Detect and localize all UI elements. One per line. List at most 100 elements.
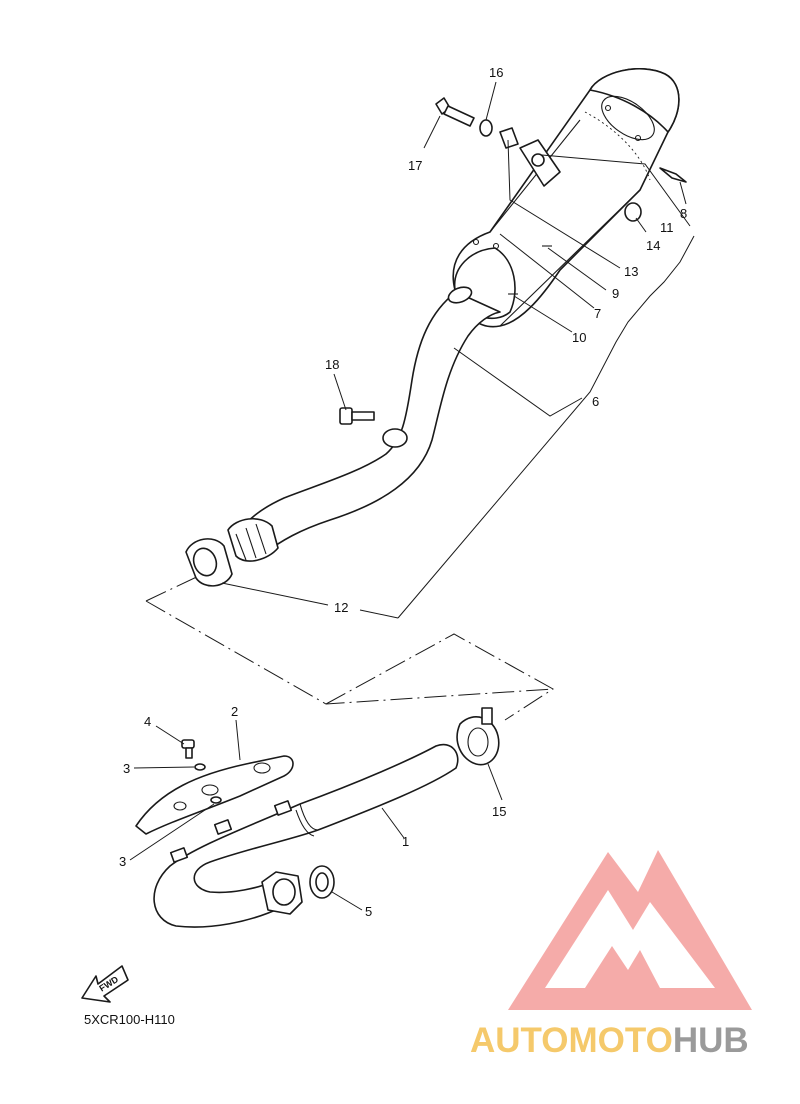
leader-10 — [513, 295, 573, 333]
watermark-text-gray: HUB — [673, 1021, 749, 1060]
leader-8 — [679, 181, 687, 205]
label-11: 11 — [660, 220, 674, 235]
label-15: 15 — [492, 804, 506, 819]
rivet — [472, 238, 480, 246]
fwd-arrow-icon: FWD — [81, 965, 129, 1003]
washer-3-lower — [210, 796, 222, 804]
pipe-1-sleeve-line — [299, 803, 319, 831]
clamp-15-inner — [467, 727, 489, 757]
label-3-lower: 3 — [119, 854, 126, 869]
pipe-bulge — [382, 428, 408, 448]
washer-3-upper — [194, 763, 206, 771]
leader-12b — [359, 609, 399, 619]
clamp-15-bolt — [481, 707, 493, 725]
leader-7 — [499, 233, 595, 309]
bolt-18-head — [339, 407, 353, 425]
leader-3b — [129, 803, 215, 861]
leader-6-tick — [453, 347, 583, 417]
leader-14 — [635, 217, 647, 233]
label-6: 6 — [592, 394, 599, 409]
part-labels: 16 17 8 11 14 13 9 7 10 6 18 12 2 4 3 3 … — [119, 65, 687, 919]
heat-protector-2 — [135, 755, 294, 835]
leader-2 — [235, 719, 241, 761]
muffler-hidden-line — [584, 111, 651, 181]
watermark-logo-inner — [585, 946, 660, 988]
pipe-bracket-tab — [169, 847, 189, 863]
pipe-2-inlet — [447, 286, 473, 304]
gasket-5 — [309, 865, 335, 899]
rivet — [634, 134, 642, 142]
watermark-logo — [508, 850, 752, 1010]
label-16: 16 — [489, 65, 503, 80]
label-4: 4 — [144, 714, 151, 729]
leader-9 — [547, 247, 607, 291]
bracket-hole — [531, 153, 545, 167]
label-1: 1 — [402, 834, 409, 849]
washer-16 — [479, 119, 493, 137]
gasket-12 — [185, 538, 233, 587]
watermark-text-orange: AUTOMOTO — [470, 1021, 673, 1060]
leader-6-bracket — [397, 235, 695, 619]
pipe-2-end-clamp — [227, 518, 279, 562]
protector-hole — [253, 762, 271, 774]
leader-5 — [331, 891, 363, 911]
watermark-text: AUTOMOTOHUB — [470, 1021, 749, 1060]
watermark-logo-shape — [508, 850, 752, 1010]
pipe-1-port — [272, 878, 296, 906]
gasket-12-opening — [192, 547, 218, 577]
label-8: 8 — [680, 206, 687, 221]
leader-lines — [129, 81, 695, 911]
muffler-assembly — [452, 67, 680, 328]
fwd-arrow-shape — [81, 965, 129, 1003]
heat-protector-body — [135, 755, 294, 835]
leader-12 — [221, 582, 329, 606]
drawing-code: 5XCR100-H110 — [84, 1012, 175, 1027]
pipe-bracket-tab — [213, 819, 233, 835]
exhaust-pipe-1-body — [153, 743, 459, 928]
leader-15 — [487, 763, 503, 801]
bolt-17-shank — [443, 105, 475, 127]
rivet — [492, 242, 500, 250]
label-3-upper: 3 — [123, 761, 130, 776]
pipe-1-sleeve-line-2 — [295, 809, 315, 837]
bolt-18 — [339, 407, 375, 425]
bolt-4 — [181, 739, 195, 759]
label-13: 13 — [624, 264, 638, 279]
leader-1 — [381, 807, 405, 839]
exhaust-pipe-1 — [153, 743, 459, 928]
bolt-18-shank — [351, 411, 375, 421]
leader-16 — [485, 81, 497, 121]
gasket-5-inner — [315, 872, 329, 892]
label-12: 12 — [334, 600, 348, 615]
screw-8 — [659, 167, 687, 183]
leader-18 — [333, 373, 347, 411]
upper-frame-line — [145, 600, 554, 705]
leader-17 — [423, 115, 441, 149]
clamp-rib — [235, 533, 247, 561]
bolt-17 — [435, 97, 475, 127]
clamp-rib — [255, 523, 267, 555]
assembly-frame-lines — [145, 572, 554, 721]
leader-11 — [541, 154, 691, 227]
label-10: 10 — [572, 330, 586, 345]
lower-frame-line — [325, 633, 554, 721]
leader-13 — [507, 139, 621, 269]
collar-14 — [624, 202, 642, 222]
exhaust-pipe-2 — [227, 286, 501, 562]
label-18: 18 — [325, 357, 339, 372]
rivet — [604, 104, 612, 112]
label-2: 2 — [231, 704, 238, 719]
label-5: 5 — [365, 904, 372, 919]
label-14: 14 — [646, 238, 660, 253]
label-17: 17 — [408, 158, 422, 173]
label-9: 9 — [612, 286, 619, 301]
muffler-end-cap — [589, 67, 680, 133]
screw-8-body — [659, 167, 687, 183]
muffler-edge-2 — [499, 189, 641, 327]
bolt-4-shank — [185, 747, 193, 759]
protector-hole — [173, 801, 187, 811]
clamp-rib — [245, 527, 257, 559]
pipe-bracket-tab — [273, 800, 293, 816]
exhaust-pipe-2-body — [239, 291, 501, 556]
